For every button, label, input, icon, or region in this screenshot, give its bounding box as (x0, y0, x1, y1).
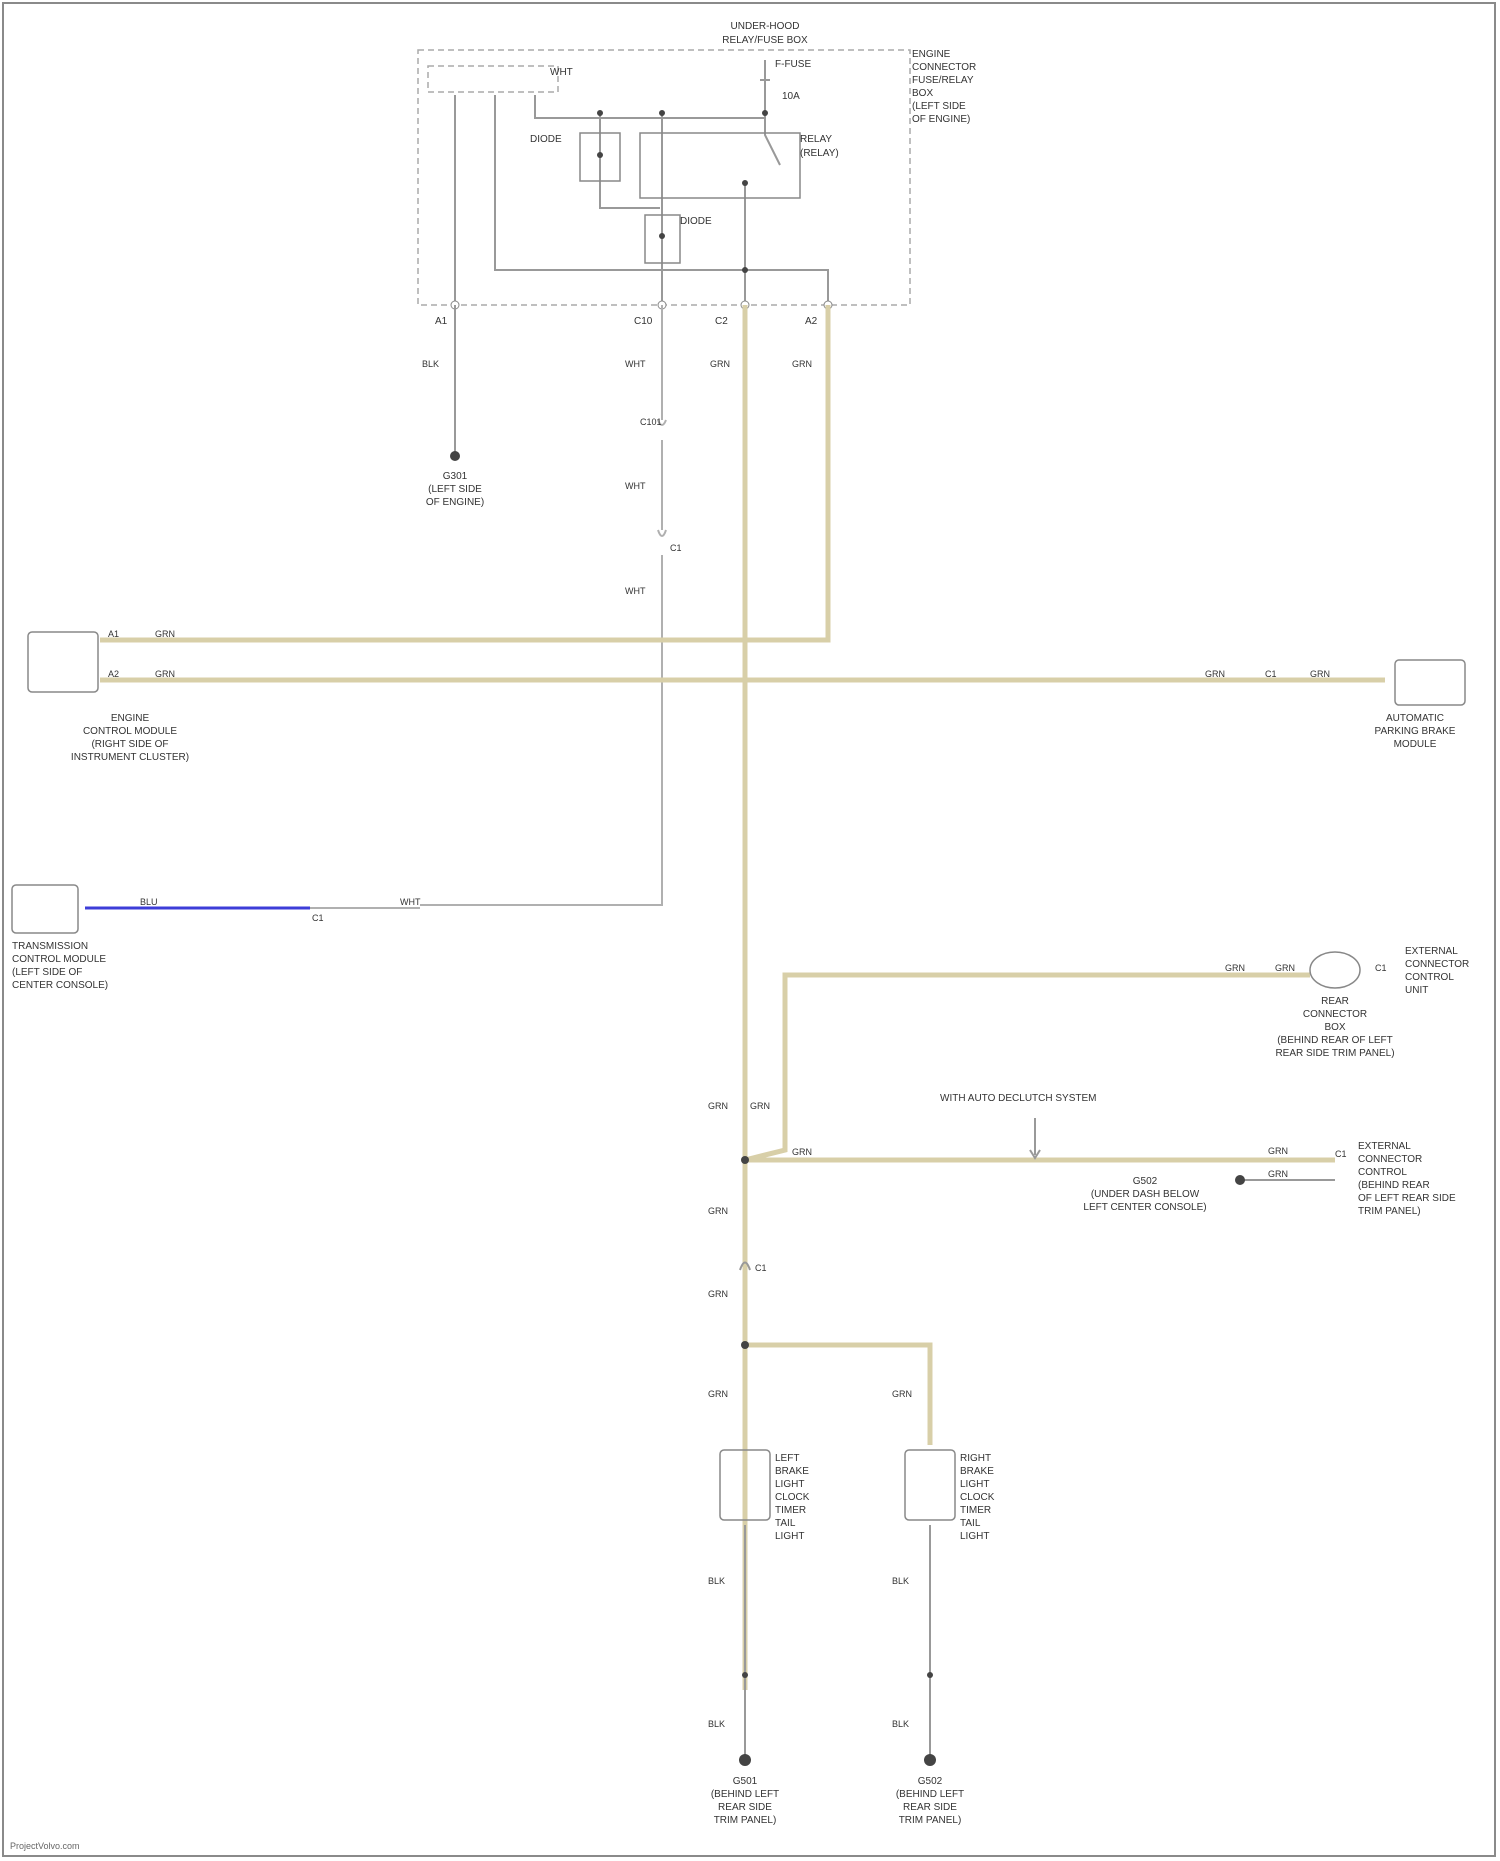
wire-label-grn-bottom-1: GRN (708, 1388, 728, 1401)
diode-label-1: DIODE (530, 133, 562, 146)
terminal-a2: A2 (805, 315, 817, 328)
wire-label-grn-mid-2: GRN (750, 1100, 770, 1113)
wire-label-grn-2: GRN (792, 358, 812, 371)
tcm-box (12, 885, 78, 933)
ground-bottom-left-label: G501 (BEHIND LEFT REAR SIDE TRIM PANEL) (690, 1775, 800, 1827)
wire-label-grn-1: GRN (710, 358, 730, 371)
fuse-amp: 10A (782, 90, 800, 103)
relay-coil-box (640, 133, 800, 198)
wire-label-blk-bottom-3: BLK (708, 1718, 725, 1731)
left-lamp-label: LEFT BRAKE LIGHT CLOCK TIMER TAIL LIGHT (775, 1452, 809, 1543)
relay-top-label: WHT (550, 66, 573, 79)
upper-right-branch (745, 975, 1310, 1160)
relay-label: RELAY (800, 133, 832, 146)
wire-label-grn-mid-3: GRN (792, 1146, 812, 1159)
connector-label-c1-b: C1 (1265, 668, 1277, 681)
ground-bottom-right-label: G502 (BEHIND LEFT REAR SIDE TRIM PANEL) (875, 1775, 985, 1827)
diode-label-2: DIODE (680, 215, 712, 228)
c10-wire (420, 555, 662, 905)
wire-label-wht-3: WHT (625, 585, 646, 598)
right-module-name: AUTOMATIC PARKING BRAKE MODULE (1350, 712, 1480, 751)
right-ground-symbol (924, 1754, 936, 1766)
connector-label-c1-a: C1 (670, 542, 682, 555)
right-lower-ground: G502 (UNDER DASH BELOW LEFT CENTER CONSO… (1060, 1175, 1230, 1214)
mid-note: WITH AUTO DECLUTCH SYSTEM (940, 1092, 1097, 1105)
right-upper-sub: REAR CONNECTOR BOX (BEHIND REAR OF LEFT … (1250, 995, 1420, 1060)
terminal-c10: C10 (634, 315, 652, 328)
relay-box-note: ENGINE CONNECTOR FUSE/RELAY BOX (LEFT SI… (912, 48, 976, 126)
wire-label-wht-1: WHT (625, 358, 646, 371)
wire-label-grn-left-2: GRN (155, 668, 175, 681)
pcm-box (28, 632, 98, 692)
ground-top-symbol (450, 451, 460, 461)
wire-label-blk-bottom-2: BLK (892, 1575, 909, 1588)
wire-label-grn-rc-2: GRN (1268, 1168, 1288, 1181)
connector-label-mid: C1 (755, 1262, 767, 1275)
wire-label-grn-mid-5: GRN (708, 1288, 728, 1301)
internal-wire-diode (600, 113, 660, 208)
wire-label-grn-mid-4: GRN (708, 1205, 728, 1218)
mid-ground-dot (1235, 1175, 1245, 1185)
relay-box-title-1: UNDER-HOOD (700, 20, 830, 33)
right-module-box (1395, 660, 1465, 705)
wire-label-blu: BLU (140, 896, 158, 909)
right-lamp-box (905, 1450, 955, 1520)
pcm-pin-b: A2 (108, 668, 119, 681)
relay-box-inner-top (428, 66, 558, 92)
tcm-name: TRANSMISSION CONTROL MODULE (LEFT SIDE O… (12, 940, 108, 992)
wire-label-grn-bottom-2: GRN (892, 1388, 912, 1401)
left-ground-symbol (739, 1754, 751, 1766)
right-lower-name: EXTERNAL CONNECTOR CONTROL (BEHIND REAR … (1358, 1140, 1456, 1218)
right-lamp-label: RIGHT BRAKE LIGHT CLOCK TIMER TAIL LIGHT (960, 1452, 994, 1543)
terminal-a1: A1 (435, 315, 447, 328)
relay-box-title-2: RELAY/FUSE BOX (700, 34, 830, 47)
wire-label-blk-bottom-4: BLK (892, 1718, 909, 1731)
wire-label-grn-rt-1: GRN (1225, 962, 1245, 975)
pcm-name: ENGINE CONTROL MODULE (RIGHT SIDE OF INS… (40, 712, 220, 764)
relay-box-outline (418, 50, 910, 305)
ground-top-label: G301 (LEFT SIDE OF ENGINE) (415, 470, 495, 509)
wire-label-grn-right-1: GRN (1205, 668, 1225, 681)
wire-label-grn-rt-2: GRN (1275, 962, 1295, 975)
wire-label-grn-left-1: GRN (155, 628, 175, 641)
internal-relay-switch (765, 118, 780, 165)
connector-label-c1-c: C1 (1375, 962, 1387, 975)
pcm-pin-a: A1 (108, 628, 119, 641)
fuse-label: F-FUSE (775, 58, 811, 71)
wire-label-grn-right-2: GRN (1310, 668, 1330, 681)
connector-label-c1-d: C1 (1335, 1148, 1347, 1161)
connector-label-c101: C101 (640, 416, 662, 429)
wire-label-grn-mid-1: GRN (708, 1100, 728, 1113)
wire-label-wht-2: WHT (625, 480, 646, 493)
terminal-c2: C2 (715, 315, 728, 328)
wire-label-blu-wht: WHT (400, 896, 421, 909)
connector-label-blue: C1 (312, 912, 324, 925)
wire-label-blk-top: BLK (422, 358, 439, 371)
relay-label-2: (RELAY) (800, 147, 839, 160)
right-upper-name: EXTERNAL CONNECTOR CONTROL UNIT (1405, 945, 1469, 997)
wire-label-blk-bottom-1: BLK (708, 1575, 725, 1588)
upper-right-connector (1310, 952, 1360, 988)
footer-watermark: ProjectVolvo.com (10, 1840, 80, 1853)
wire-label-grn-rc-1: GRN (1268, 1145, 1288, 1158)
